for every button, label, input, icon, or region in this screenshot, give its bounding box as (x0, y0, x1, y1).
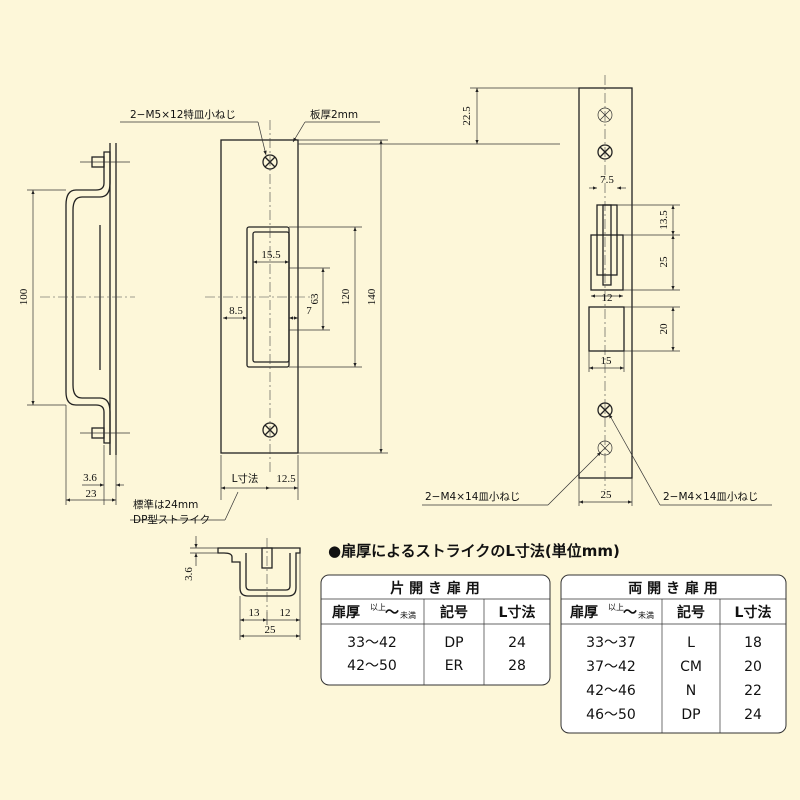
single-table-row: 33〜42 DP 24 (347, 635, 526, 651)
single-header-code: 記号 (440, 604, 468, 621)
double-row-l: 24 (744, 707, 762, 723)
front-dim-l: L寸法 (232, 472, 259, 485)
bottom-dim-3-6: 3.6 (183, 567, 195, 581)
side-dim-23: 23 (86, 488, 98, 500)
double-row-thickness: 42〜46 (586, 683, 636, 699)
standard-note-line2: DP型ストライク (133, 513, 210, 526)
double-header-code: 記号 (677, 604, 705, 621)
front-plate-thickness-label: 板厚2mm (310, 108, 358, 121)
double-row-l: 20 (744, 659, 762, 675)
side-view: 100 3.6 23 (18, 143, 135, 505)
frame-screw-1 (597, 107, 613, 123)
frame-deadbolt-box (588, 306, 625, 352)
bottom-dim-12: 12 (280, 607, 291, 619)
bottom-dim-25: 25 (265, 624, 277, 636)
frame-screw-label-left: 2−M4×14皿小ねじ (425, 491, 520, 503)
single-row-thickness: 42〜50 (347, 658, 397, 674)
front-dim-12-5: 12.5 (276, 473, 296, 485)
double-header-thickness: 扉厚 (570, 604, 598, 621)
double-table-title: 両 開 き 扉 用 (628, 580, 718, 597)
double-row-thickness: 33〜37 (586, 635, 636, 651)
bottom-view-outline (217, 547, 301, 597)
single-row-code: DP (444, 635, 463, 651)
bottom-view: 3.6 13 12 25 (183, 536, 301, 640)
frame-dim-12: 12 (602, 292, 613, 304)
front-screw-label: 2−M5×12特皿小ねじ (130, 109, 236, 121)
frame-view: 22.5 7.5 13.5 25 12 20 15 25 2−M4 (422, 75, 772, 506)
single-table-title: 片 開 き 扉 用 (390, 580, 480, 597)
frame-screw-3 (597, 402, 613, 418)
double-table-row: 42〜46 N 22 (586, 683, 762, 699)
single-row-thickness: 33〜42 (347, 635, 397, 651)
double-header-tilde: 〜 (623, 605, 637, 621)
double-header-small-top: 以上 (608, 603, 624, 612)
frame-dim-25-vertical: 25 (658, 256, 670, 268)
front-dim-15-5: 15.5 (261, 249, 281, 261)
double-row-code: N (686, 683, 696, 699)
frame-dim-20: 20 (658, 323, 670, 335)
frame-screw-4 (597, 440, 613, 456)
frame-dim-22-5: 22.5 (461, 106, 473, 126)
side-view-outline (65, 151, 111, 444)
front-dim-140: 140 (366, 288, 378, 305)
double-table-row: 46〜50 DP 24 (586, 707, 762, 723)
double-header-small-bottom: 未満 (638, 610, 654, 620)
frame-outline (578, 87, 633, 479)
frame-dim-13-5: 13.5 (658, 210, 670, 230)
frame-screw-2 (597, 144, 613, 160)
single-header-small-bottom: 未満 (400, 610, 416, 620)
front-dim-63: 63 (309, 293, 321, 305)
strike-opening-inner (252, 231, 290, 363)
side-dim-100: 100 (18, 288, 30, 305)
frame-latch-slot (596, 204, 618, 276)
single-row-l: 24 (508, 635, 526, 651)
double-header-l: L寸法 (735, 604, 772, 621)
front-dim-7: 7 (306, 305, 312, 317)
front-view: 2−M5×12特皿小ねじ 板厚2mm 15.5 8.5 7 63 120 140… (120, 108, 560, 526)
frame-latch-inner (602, 204, 612, 286)
double-row-thickness: 37〜42 (586, 659, 636, 675)
frame-dim-7-5: 7.5 (600, 174, 614, 186)
single-header-l: L寸法 (499, 604, 536, 621)
single-header-thickness: 扉厚 (332, 604, 360, 621)
double-table-row: 37〜42 CM 20 (586, 659, 762, 675)
double-table-row: 33〜37 L 18 (586, 635, 762, 651)
front-dim-8-5: 8.5 (229, 305, 243, 317)
side-dim-3-6: 3.6 (83, 472, 97, 484)
bottom-view-inner (245, 553, 291, 591)
frame-dim-15: 15 (601, 355, 613, 367)
single-row-code: ER (445, 658, 464, 674)
front-dim-120: 120 (340, 288, 352, 305)
frame-dim-25-bottom: 25 (601, 489, 613, 501)
double-row-l: 22 (744, 683, 762, 699)
frame-screw-label-right: 2−M4×14皿小ねじ (663, 491, 758, 503)
double-row-code: L (687, 635, 695, 651)
single-door-table: 片 開 き 扉 用 扉厚 以上 〜 未満 記号 L寸法 33〜42 DP 24 … (320, 574, 551, 686)
double-row-thickness: 46〜50 (586, 707, 636, 723)
standard-note-line1: 標準は24mm (133, 498, 198, 511)
double-door-table: 両 開 き 扉 用 扉厚 以上 〜 未満 記号 L寸法 33〜37 L 18 3… (560, 574, 787, 734)
bottom-dim-13: 13 (249, 607, 261, 619)
single-header-small-top: 以上 (370, 603, 386, 612)
double-row-l: 18 (744, 635, 762, 651)
single-header-tilde: 〜 (385, 605, 399, 621)
single-table-row: 42〜50 ER 28 (347, 658, 526, 674)
double-row-code: CM (680, 659, 702, 675)
frame-latch-box (590, 234, 624, 291)
single-row-l: 28 (508, 658, 526, 674)
double-row-code: DP (681, 707, 700, 723)
table-heading: ●扉厚によるストライクのL寸法(単位mm) (328, 542, 620, 560)
strike-plate-outline (220, 139, 299, 454)
